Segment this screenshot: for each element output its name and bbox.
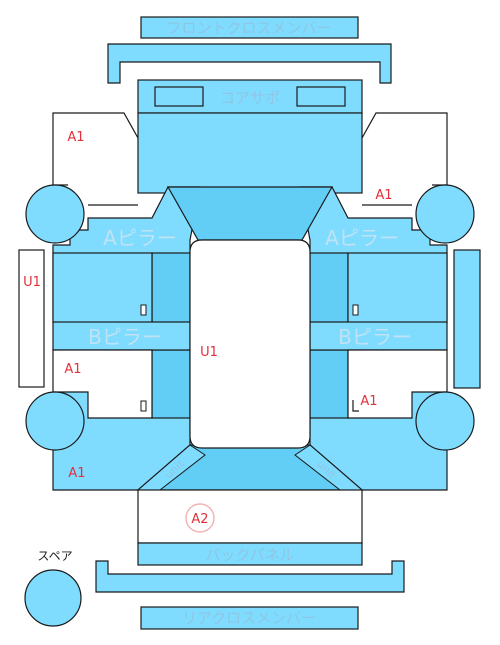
wheel-rear-left[interactable] (25, 391, 85, 451)
left-outer-sill-frame[interactable] (18, 249, 45, 388)
code-a1-mid-right: A1 (360, 394, 377, 409)
cabin-opening (189, 239, 311, 449)
wheel-front-right[interactable] (415, 184, 475, 244)
right-lower-latch (352, 400, 359, 412)
core-support-label: コアサポ (220, 89, 280, 107)
left-inner-rail-lower[interactable] (151, 349, 191, 419)
hood-panel[interactable] (137, 112, 363, 194)
left-upper-latch (140, 304, 147, 316)
back-panel-label: バックパネル (205, 546, 294, 564)
a-pillar-left-label: Aピラー (103, 226, 177, 250)
right-upper-door-panel[interactable] (347, 252, 448, 324)
right-inner-rail-upper[interactable] (309, 252, 349, 324)
right-upper-latch (352, 304, 359, 316)
windshield-panel[interactable] (166, 186, 334, 241)
b-pillar-left-label: Bピラー (88, 325, 162, 349)
wheel-rear-right[interactable] (415, 391, 475, 451)
spare-tire[interactable] (24, 569, 82, 627)
left-lower-latch (140, 400, 147, 412)
left-inner-rail-upper[interactable] (151, 252, 191, 324)
a2-badge-ring (185, 503, 215, 533)
core-support-panel[interactable] (137, 79, 363, 114)
core-support-left-slot (154, 86, 204, 107)
right-outer-sill[interactable] (453, 249, 481, 389)
code-u1-side: U1 (23, 275, 41, 290)
code-a1-rear-left: A1 (68, 466, 85, 481)
front-cross-member-label: フロントクロスメンバー (166, 19, 331, 37)
front-bracket[interactable] (107, 43, 392, 84)
core-support-right-slot (296, 86, 346, 107)
rear-cross-member-panel[interactable] (140, 606, 359, 630)
rear-bracket[interactable] (95, 560, 405, 593)
code-a1-front-left: A1 (67, 130, 84, 145)
b-pillar-right-label: Bピラー (338, 325, 412, 349)
trunk-area[interactable] (137, 489, 363, 544)
code-u1-center: U1 (200, 345, 218, 360)
right-inner-rail-lower[interactable] (309, 349, 349, 419)
front-cross-member-panel[interactable] (140, 16, 359, 39)
back-panel[interactable] (137, 542, 363, 566)
wheel-front-left[interactable] (25, 184, 85, 244)
code-a1-mid-left: A1 (64, 362, 81, 377)
code-a1-front-right: A1 (375, 188, 392, 203)
rear-cross-member-label: リアクロスメンバー (182, 609, 316, 627)
a-pillar-right-label: Aピラー (325, 226, 399, 250)
left-upper-door-panel[interactable] (52, 252, 153, 324)
code-a2: A2 (191, 512, 208, 527)
spare-label: スペア (37, 549, 72, 563)
